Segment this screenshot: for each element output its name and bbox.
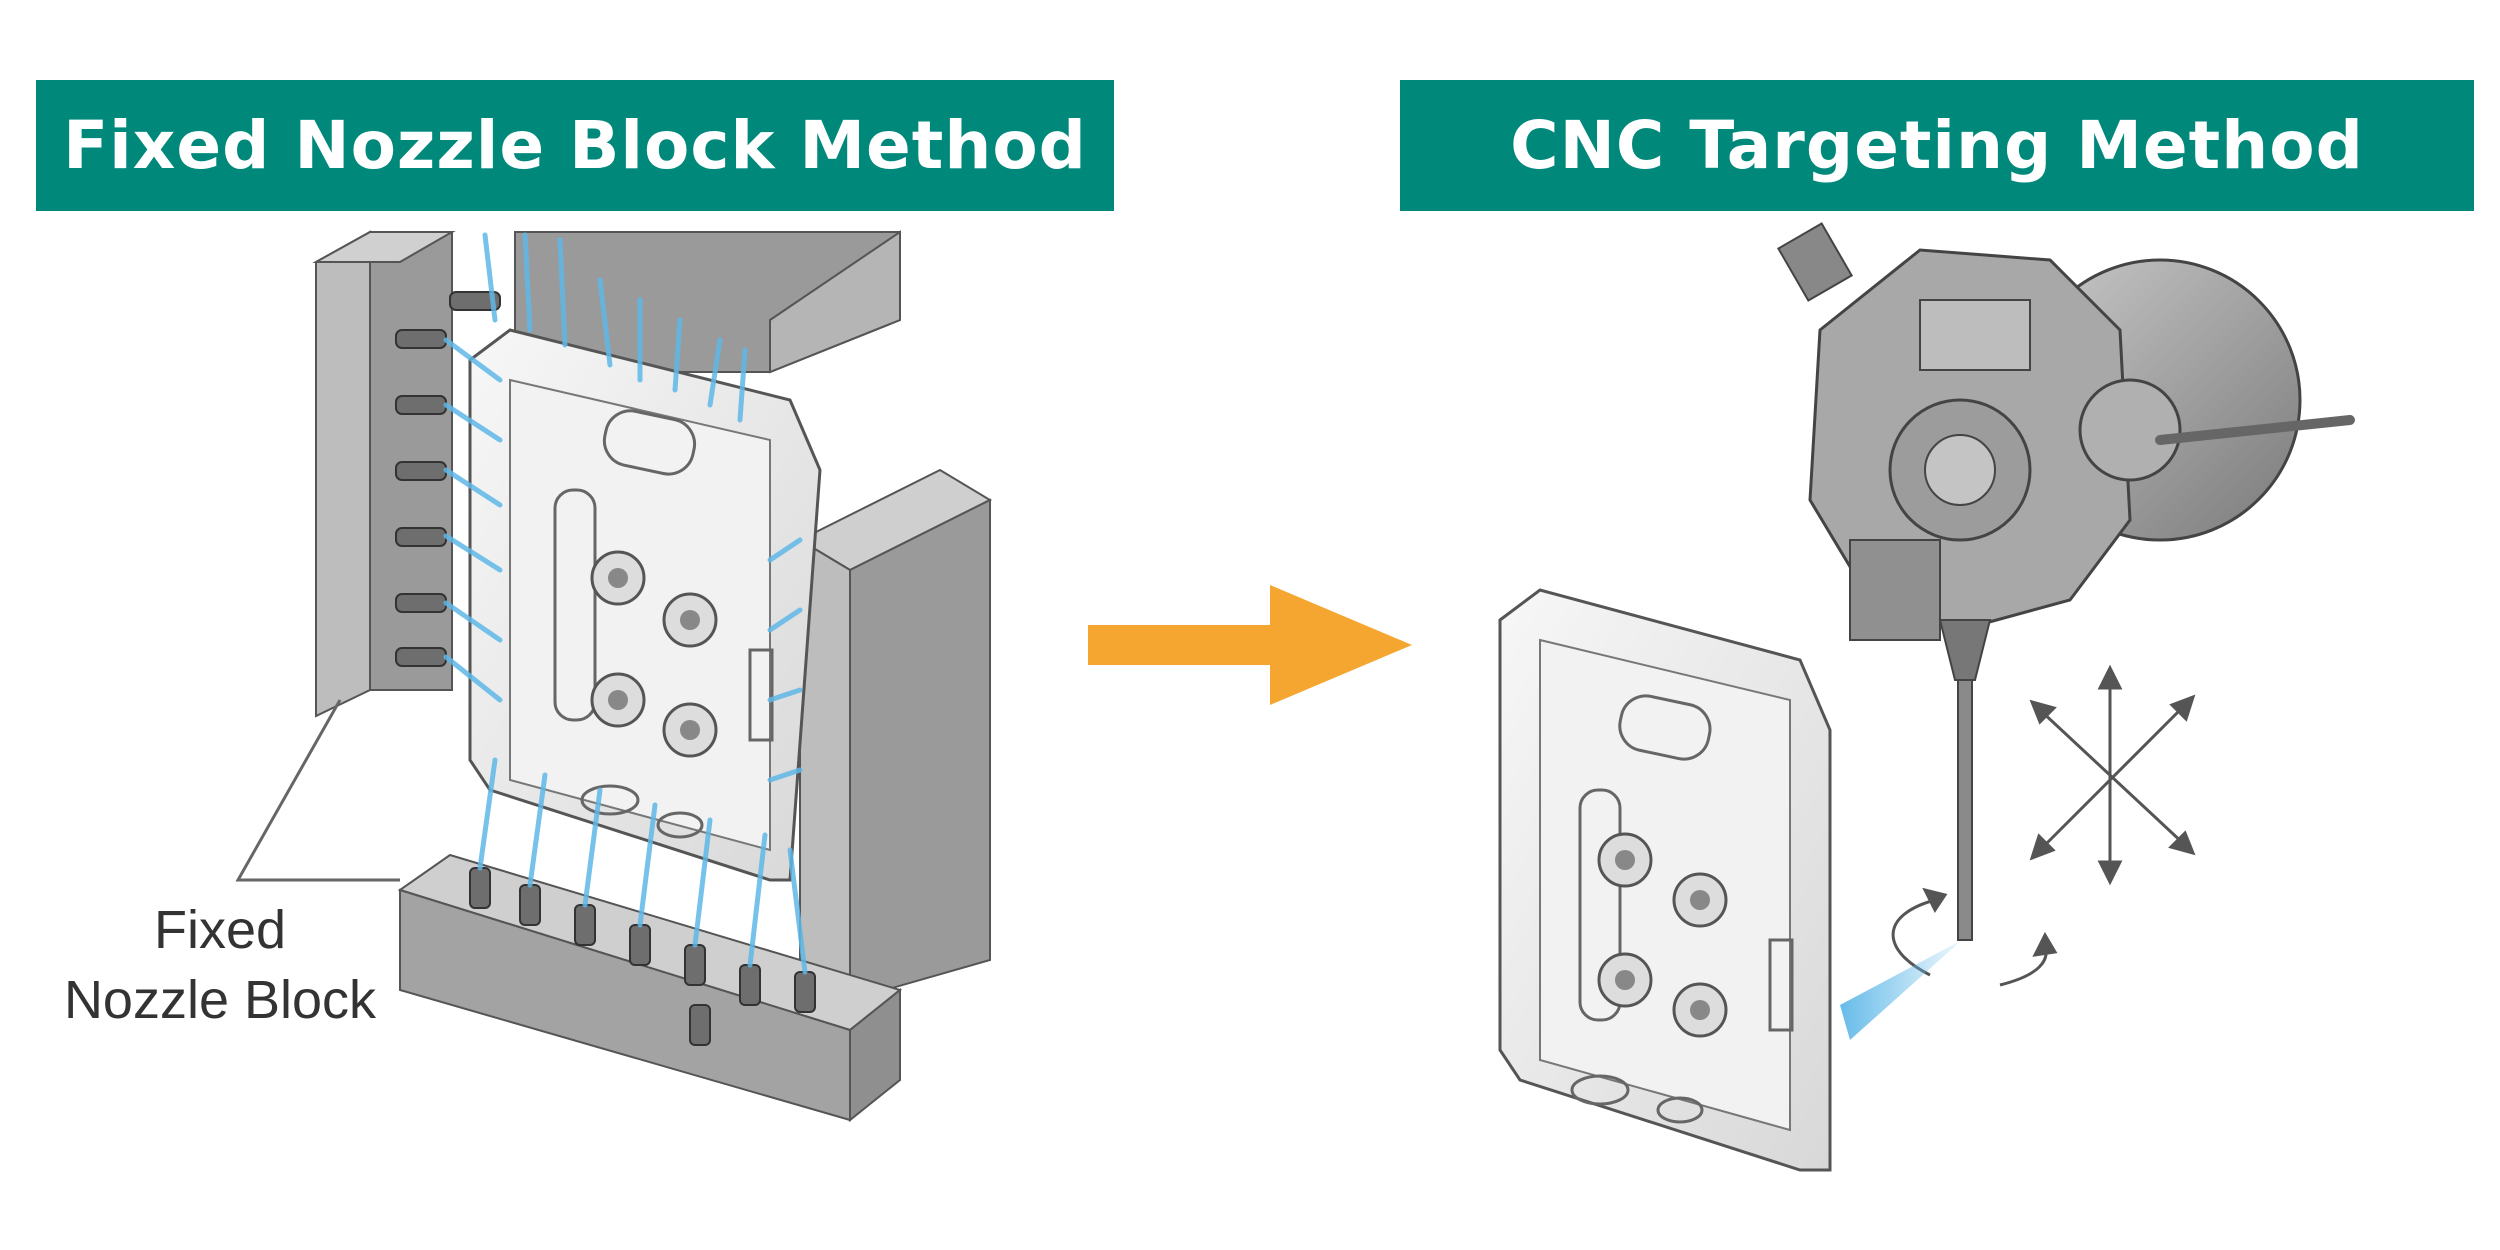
bottom-block-nozzles bbox=[469, 867, 816, 1046]
callout-leader bbox=[235, 699, 400, 882]
right-workpiece bbox=[1498, 588, 1832, 1172]
cnc-illustration bbox=[1498, 222, 2355, 1172]
callout-line-2: Nozzle Block bbox=[63, 970, 377, 1030]
callout-line-1: Fixed bbox=[153, 900, 287, 960]
cnc-spindle-head bbox=[1776, 222, 2355, 941]
top-nozzle-block bbox=[514, 230, 901, 374]
spray-jets bbox=[443, 232, 808, 975]
arrow-right-icon bbox=[1088, 585, 1412, 705]
motion-axes-icon bbox=[2029, 664, 2196, 886]
fixed-nozzle-block-label: Fixed Nozzle Block bbox=[40, 895, 400, 1035]
fixed-nozzle-title: Fixed Nozzle Block Method bbox=[36, 80, 1114, 211]
right-nozzle-block bbox=[797, 468, 993, 1002]
left-workpiece bbox=[468, 328, 822, 882]
cnc-targeting-title: CNC Targeting Method bbox=[1400, 80, 2474, 211]
cnc-spray-jet bbox=[1840, 940, 1962, 1040]
fixed-nozzle-illustration bbox=[235, 230, 993, 1123]
